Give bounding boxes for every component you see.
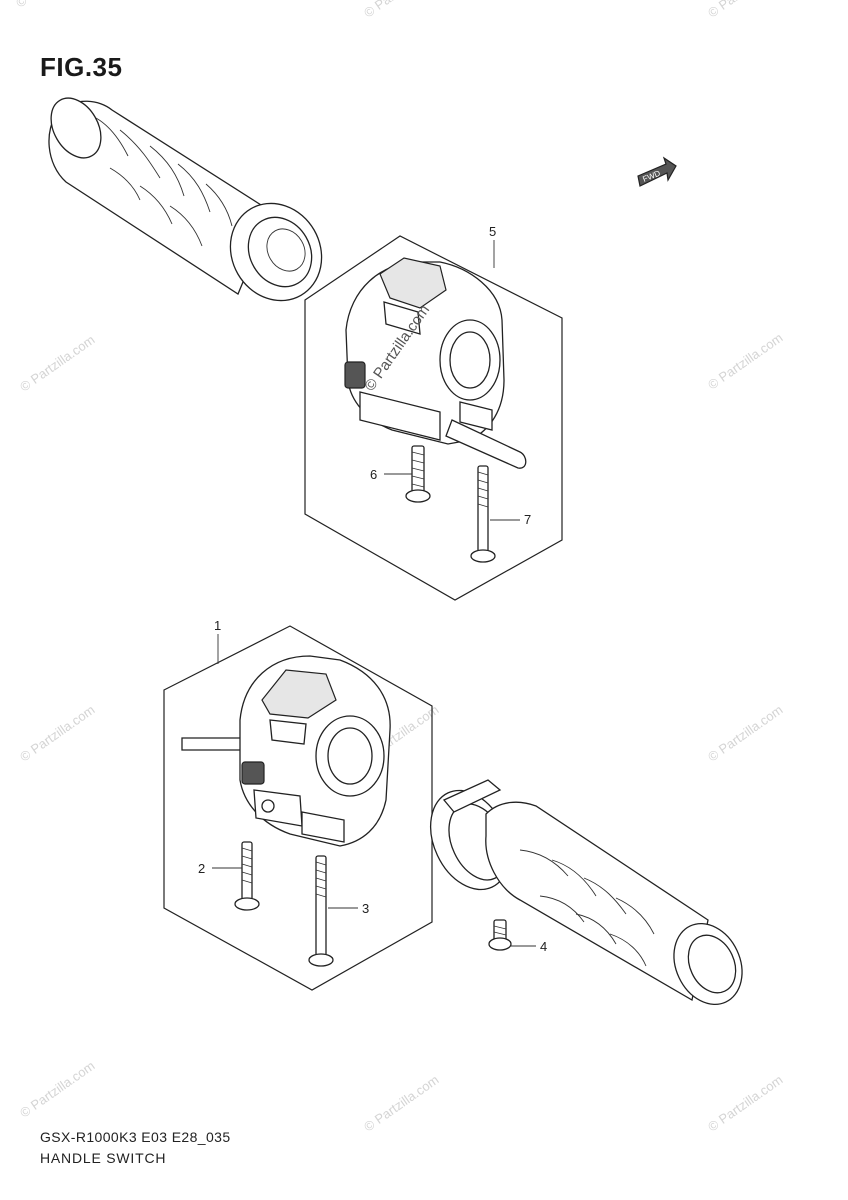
callout-6: 6 xyxy=(370,467,377,482)
watermark: © Partzilla.com xyxy=(361,1072,441,1135)
throttle-grip-icon xyxy=(430,779,743,1006)
screw-6-icon xyxy=(405,445,431,503)
screw-3-icon xyxy=(308,855,334,967)
fwd-arrow-icon: FWD xyxy=(637,156,677,187)
watermark: © Partzilla.com xyxy=(13,0,93,10)
watermark: © Partzilla.com xyxy=(17,1058,97,1121)
left-handle-switch-icon xyxy=(181,655,391,847)
figure-title: FIG.35 xyxy=(40,52,123,82)
drawing-name: HANDLE SWITCH xyxy=(40,1150,167,1166)
watermark: © Partzilla.com xyxy=(361,0,441,20)
screw-4-icon xyxy=(488,919,512,951)
assembly-frame-5 xyxy=(304,235,563,601)
callout-4: 4 xyxy=(540,939,547,954)
watermark: © Partzilla.com xyxy=(705,702,785,765)
watermark: © Partzilla.com xyxy=(17,702,97,765)
drawing-code: GSX-R1000K3 E03 E28_035 xyxy=(40,1129,231,1145)
callout-5: 5 xyxy=(489,224,496,239)
callout-2: 2 xyxy=(198,861,205,876)
callout-7: 7 xyxy=(524,512,531,527)
screw-2-icon xyxy=(234,841,260,911)
watermark: © Partzilla.com xyxy=(705,1072,785,1135)
left-grip-icon xyxy=(48,97,323,302)
callout-1: 1 xyxy=(214,618,221,633)
right-handle-switch-icon: © Partzilla.com xyxy=(344,257,527,469)
callout-3: 3 xyxy=(362,901,369,916)
screw-7-icon xyxy=(470,465,496,563)
assembly-frame-1 xyxy=(163,625,433,991)
fwd-label: FWD xyxy=(641,169,661,184)
watermark: © Partzilla.com xyxy=(705,330,785,393)
watermark: © Partzilla.com xyxy=(705,0,785,20)
watermark: © Partzilla.com xyxy=(17,332,97,395)
